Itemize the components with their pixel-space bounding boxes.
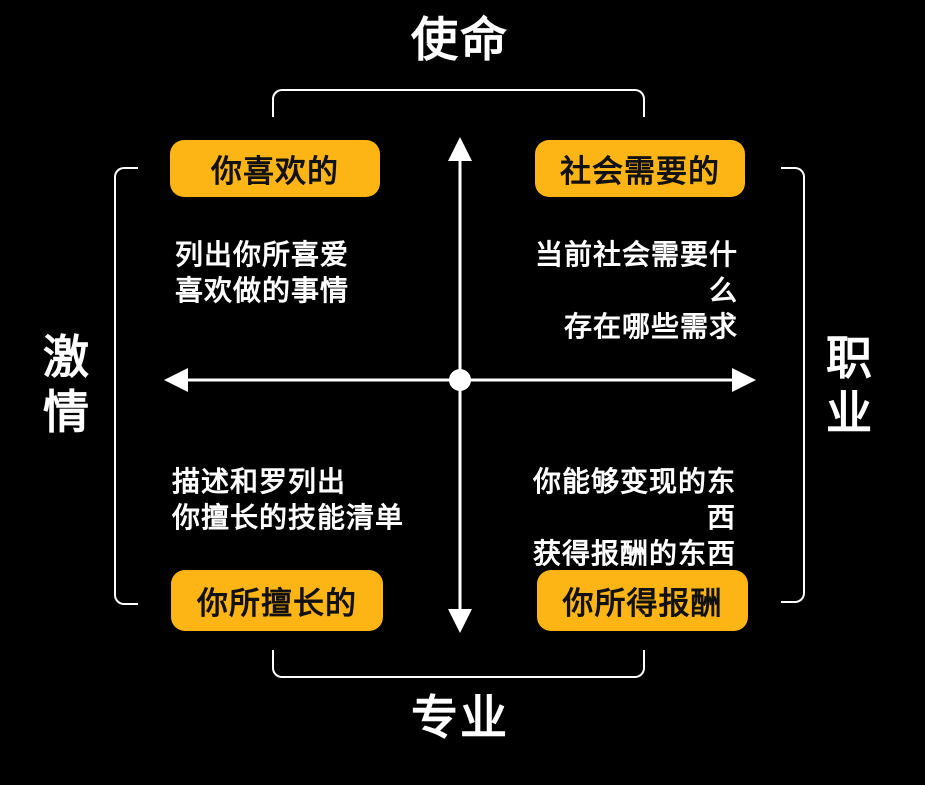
axis-label-mission: 使命 xyxy=(411,13,509,66)
bracket-left xyxy=(114,167,138,605)
arrowhead-right-icon xyxy=(732,368,756,392)
arrowhead-down-icon xyxy=(448,609,472,633)
center-dot xyxy=(449,369,471,391)
bracket-bottom xyxy=(272,650,645,678)
chip-what-you-are-paid-for: 你所得报酬 xyxy=(537,570,748,631)
description-bottom-right: 你能够变现的东西 获得报酬的东西 xyxy=(532,466,736,569)
chip-what-you-like: 你喜欢的 xyxy=(170,140,380,197)
description-top-left: 列出你所喜爱 喜欢做的事情 xyxy=(175,239,350,306)
arrowhead-up-icon xyxy=(448,137,472,161)
arrowhead-left-icon xyxy=(164,368,188,392)
description-top-right: 当前社会需要什么 存在哪些需求 xyxy=(534,239,738,342)
description-bottom-left: 描述和罗列出 你擅长的技能清单 xyxy=(172,466,405,533)
chip-society-needs: 社会需要的 xyxy=(535,140,745,197)
axis-label-passion: 激情 xyxy=(43,331,91,438)
axis-label-career: 职业 xyxy=(826,332,874,439)
axis-label-profession: 专业 xyxy=(411,691,509,744)
chip-what-you-are-good-at: 你所擅长的 xyxy=(171,570,383,631)
bracket-top xyxy=(272,89,645,117)
bracket-right xyxy=(781,167,805,603)
